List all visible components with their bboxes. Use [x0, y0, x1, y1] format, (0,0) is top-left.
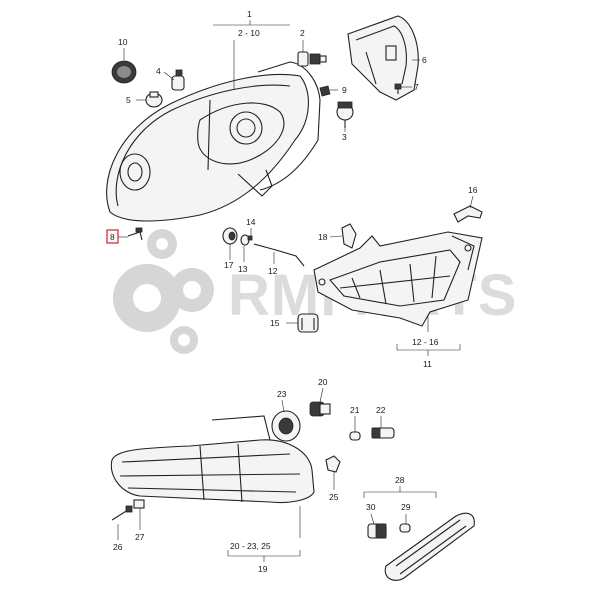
bulb-part-2 — [297, 51, 327, 67]
label-part-14: 14 — [246, 217, 256, 227]
label-part-8: 8 — [110, 232, 115, 242]
cap-part-10 — [111, 60, 137, 84]
grommet-part-17 — [222, 227, 238, 245]
screw-part-7 — [394, 83, 402, 94]
socket-part-30 — [367, 523, 387, 539]
label-part-6: 6 — [422, 55, 427, 65]
label-group-11: 11 — [423, 359, 432, 369]
label-part-5: 5 — [126, 95, 131, 105]
label-group-1: 1 — [247, 9, 252, 19]
bulb-part-5 — [145, 91, 163, 108]
label-part-13: 13 — [238, 264, 248, 274]
headlamp-housing — [106, 61, 321, 222]
label-part-16: 16 — [468, 185, 478, 195]
bushing-part-15 — [297, 313, 319, 333]
clip-part-27 — [133, 499, 145, 509]
label-group-1-range: 2 - 10 — [238, 28, 260, 38]
label-part-23: 23 — [277, 389, 287, 399]
label-group-19: 19 — [258, 564, 268, 574]
label-part-20: 20 — [318, 377, 328, 387]
label-part-27: 27 — [135, 532, 145, 542]
label-part-18: 18 — [318, 232, 328, 242]
clip-part-14 — [247, 235, 253, 241]
label-part-10: 10 — [118, 37, 128, 47]
part-labels: 1 2 - 10 2 3 4 5 6 7 9 10 8 11 12 - 16 1… — [106, 9, 478, 574]
label-part-4: 4 — [156, 66, 161, 76]
label-group-28: 28 — [395, 475, 405, 485]
bulb-part-22 — [371, 427, 395, 439]
indicator-lamp — [110, 415, 315, 504]
label-part-9: 9 — [342, 85, 347, 95]
label-group-11-range: 12 - 16 — [412, 337, 439, 347]
bulb-part-3 — [336, 101, 354, 128]
leader-lines — [117, 20, 474, 562]
gear-watermark-icon — [113, 229, 214, 354]
label-part-22: 22 — [376, 405, 386, 415]
label-part-8-highlight-box — [106, 229, 119, 244]
socket-part-4 — [171, 69, 185, 91]
label-part-3: 3 — [342, 132, 347, 142]
bulb-part-29 — [399, 523, 411, 533]
label-part-12: 12 — [268, 266, 278, 276]
clip-part-9 — [319, 85, 331, 97]
bulb-part-21 — [349, 431, 361, 441]
socket-part-23 — [271, 410, 301, 442]
label-part-29: 29 — [401, 502, 411, 512]
rear-cover-part-6 — [347, 15, 419, 101]
label-part-30: 30 — [366, 502, 376, 512]
rod-part-12 — [253, 243, 305, 267]
socket-part-20 — [309, 401, 331, 417]
label-part-2: 2 — [300, 28, 305, 38]
label-part-21: 21 — [350, 405, 360, 415]
mounting-bracket — [313, 231, 483, 327]
screw-part-26 — [111, 505, 133, 521]
clip-part-8 — [127, 227, 143, 241]
clip-part-25 — [325, 455, 341, 473]
clip-part-16 — [453, 205, 483, 223]
bracket-part-18 — [341, 223, 357, 249]
side-marker-part-28 — [384, 512, 475, 581]
label-part-26: 26 — [113, 542, 123, 552]
label-part-17: 17 — [224, 260, 234, 270]
label-part-15: 15 — [270, 318, 280, 328]
label-part-25: 25 — [329, 492, 339, 502]
label-group-19-range: 20 - 23, 25 — [230, 541, 271, 551]
label-part-7: 7 — [414, 82, 419, 92]
